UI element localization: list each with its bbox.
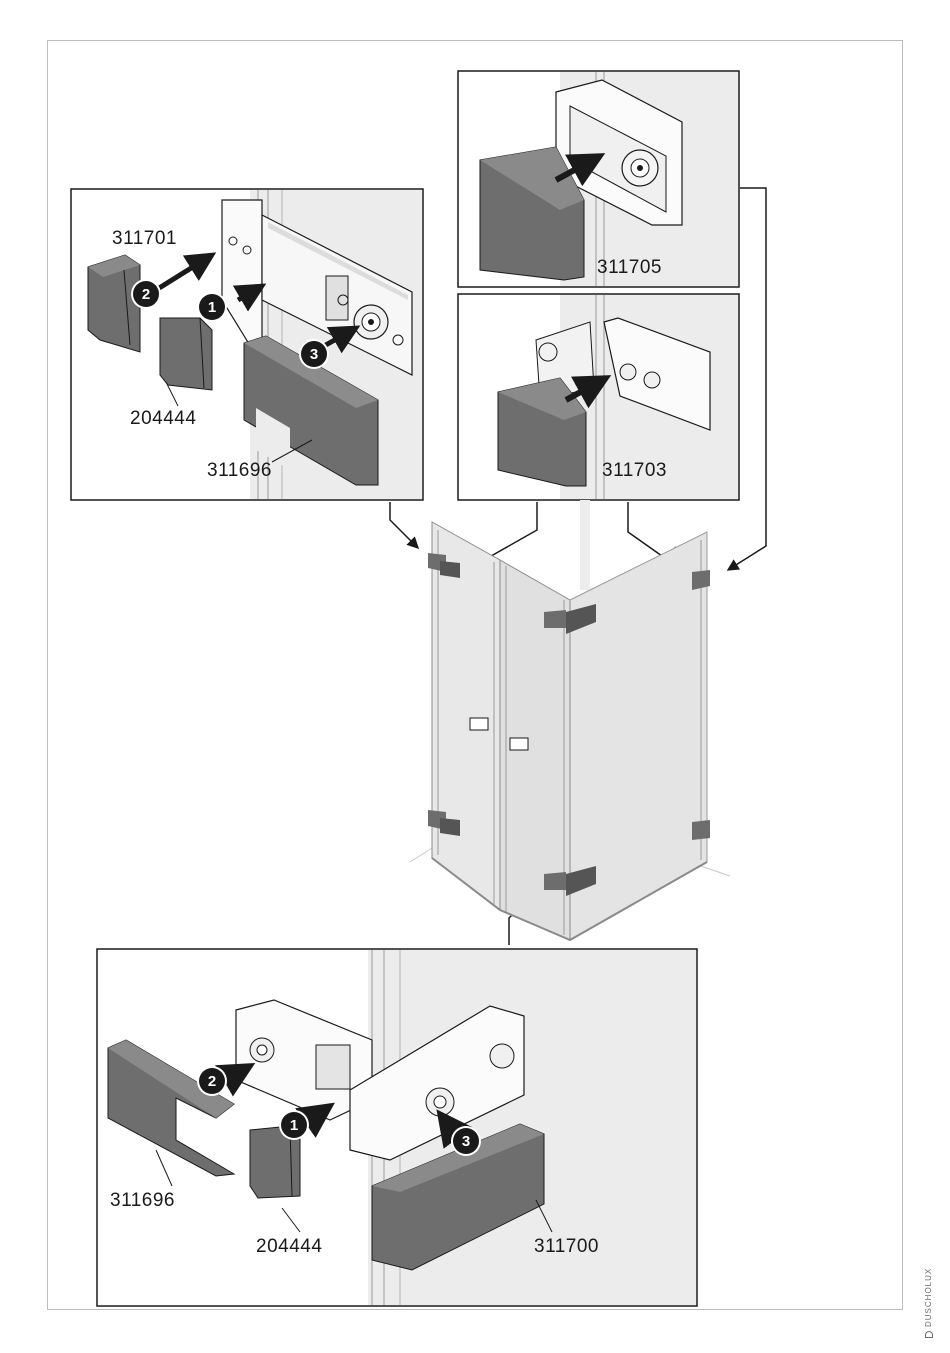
door-handle-left	[470, 718, 488, 730]
part-label-311696-top: 311696	[207, 460, 272, 482]
brand-mark: DUSCHOLUX	[924, 1268, 933, 1338]
part-label-311696-bottom: 311696	[110, 1190, 175, 1212]
step-badge-3-top: 3	[301, 341, 327, 367]
step-badge-2-bottom: 2	[199, 1068, 225, 1094]
brand-logo-icon	[925, 1331, 933, 1338]
step-badge-2-top: 2	[133, 281, 159, 307]
part-label-204444-bottom: 204444	[256, 1236, 322, 1258]
detail-panel-middle-right	[458, 294, 739, 500]
part-label-311700: 311700	[534, 1236, 599, 1258]
part-label-311703: 311703	[602, 460, 667, 482]
hinge-bottom-right	[692, 820, 710, 840]
part-label-311701: 311701	[112, 228, 177, 250]
part-label-311705: 311705	[597, 257, 662, 279]
detail-panel-bottom	[97, 949, 697, 1306]
door-handle-right	[510, 738, 528, 750]
brand-name: DUSCHOLUX	[924, 1268, 933, 1327]
step-badge-3-bottom: 3	[453, 1128, 479, 1154]
detail-panel-top-right	[458, 71, 739, 287]
part-label-204444-top: 204444	[130, 408, 196, 430]
step-badge-1-bottom: 1	[281, 1112, 307, 1138]
shower-cabin	[410, 500, 730, 940]
step-badge-1-top: 1	[199, 294, 225, 320]
